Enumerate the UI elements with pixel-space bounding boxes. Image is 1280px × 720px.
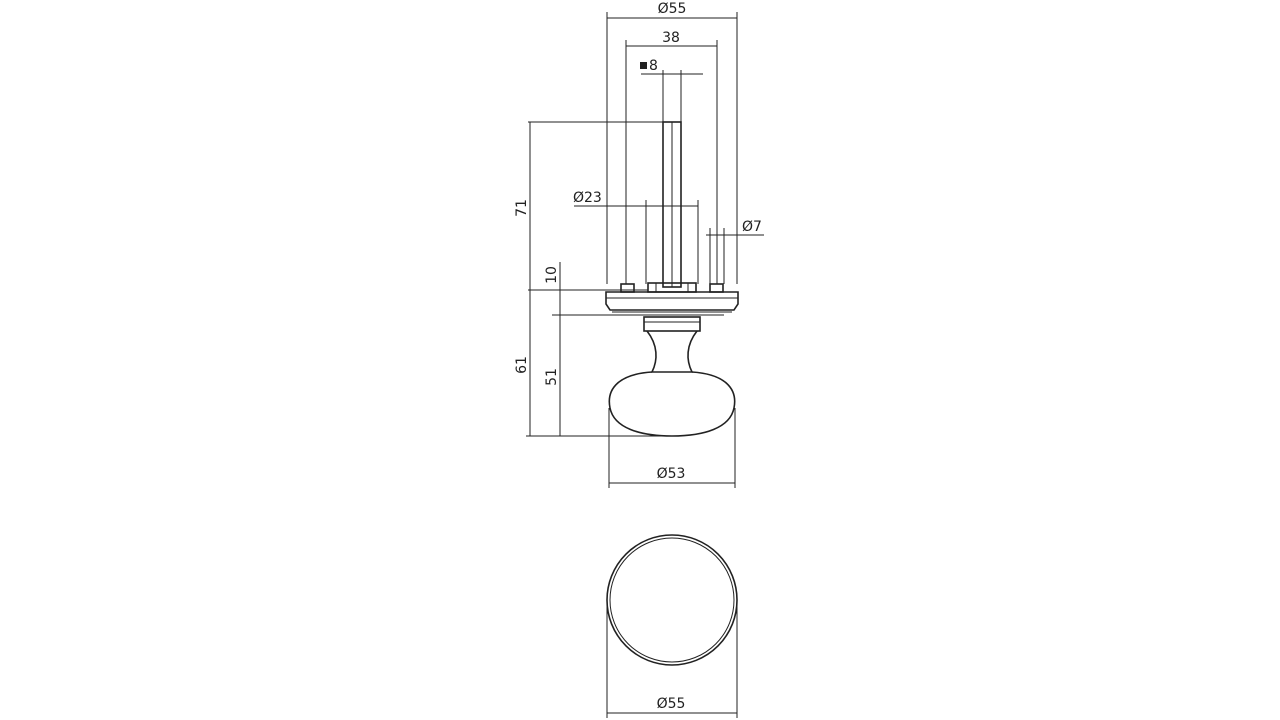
dim-spindle-length: 71	[514, 199, 530, 217]
neck-collar	[643, 316, 701, 332]
dim-rose-diameter-top: Ø55	[658, 1, 687, 17]
top-view	[606, 534, 738, 666]
dim-rose-diameter-bottom: Ø55	[657, 696, 686, 712]
rose-outer-circle	[606, 534, 738, 666]
spindle-bush	[647, 282, 697, 293]
rose-inner-circle	[609, 537, 735, 663]
dimension-lines	[526, 12, 764, 718]
dim-spindle-square: 8	[649, 58, 658, 74]
dim-total-height: 61	[514, 356, 530, 374]
knob-body	[608, 371, 736, 437]
dimension-labels: Ø55 38 8 71 Ø23 Ø7 10 61 51 Ø53 Ø55	[514, 1, 762, 712]
dim-rose-height: 10	[544, 266, 560, 284]
square-symbol-icon	[640, 62, 647, 69]
dim-screw-hole-diameter: Ø7	[742, 219, 762, 235]
rose-plate	[605, 291, 739, 311]
dim-neck-diameter: Ø23	[573, 190, 602, 206]
screw-head-left	[620, 283, 635, 293]
screw-head-right	[709, 283, 724, 293]
dim-knob-diameter: Ø53	[657, 466, 686, 482]
dim-screw-spacing: 38	[662, 30, 680, 46]
dim-knob-height: 51	[544, 368, 560, 386]
knob-neck	[646, 330, 698, 373]
